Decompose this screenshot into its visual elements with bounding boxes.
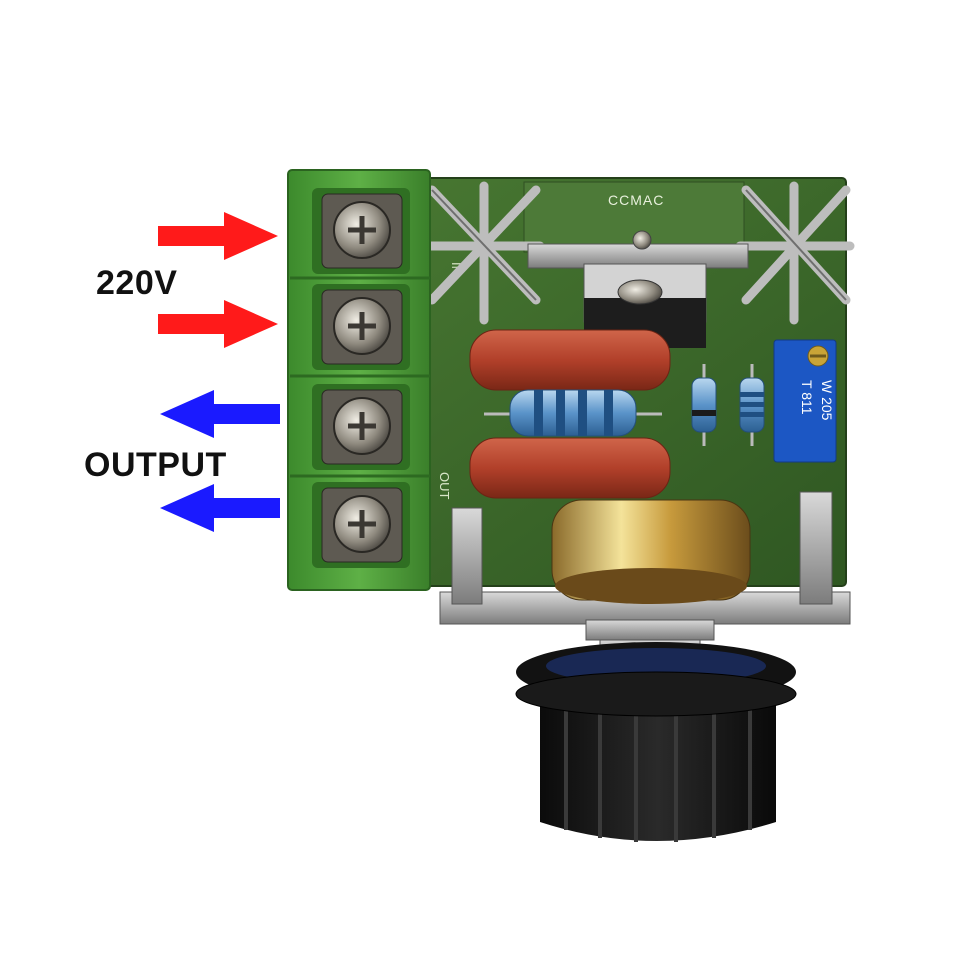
knob[interactable]	[515, 642, 797, 842]
input-arrow-bottom	[158, 300, 278, 348]
trimmer-potentiometer[interactable]: W 205 T 811	[773, 339, 837, 463]
input-arrow-top	[158, 212, 278, 260]
arrow-left-icon	[160, 484, 280, 532]
input-voltage-label: 220V	[96, 264, 178, 302]
diac	[691, 364, 717, 446]
terminal-screw-3[interactable]	[312, 384, 410, 470]
arrow-right-icon	[158, 300, 278, 348]
resistor-main	[484, 389, 662, 437]
capacitor-bottom	[469, 437, 671, 499]
heatsink-marking: CCMAC	[608, 192, 664, 208]
terminal-screw-1[interactable]	[312, 188, 410, 274]
resistor-small	[739, 364, 765, 446]
output-label: OUTPUT	[84, 446, 227, 484]
output-arrow-bottom	[160, 484, 280, 532]
terminal-screw-4[interactable]	[312, 482, 410, 568]
trimmer-marking-2: T 811	[799, 380, 815, 415]
capacitor-top	[469, 329, 671, 391]
arrow-right-icon	[158, 212, 278, 260]
pcb-out-marking: OUT	[437, 472, 452, 500]
terminal-screw-2[interactable]	[312, 284, 410, 370]
rotary-potentiometer	[551, 499, 751, 667]
output-arrow-top	[160, 390, 280, 438]
terminal-block	[287, 169, 431, 591]
trimmer-marking: W 205	[819, 380, 835, 421]
arrow-left-icon	[160, 390, 280, 438]
mounting-bracket	[439, 491, 851, 625]
